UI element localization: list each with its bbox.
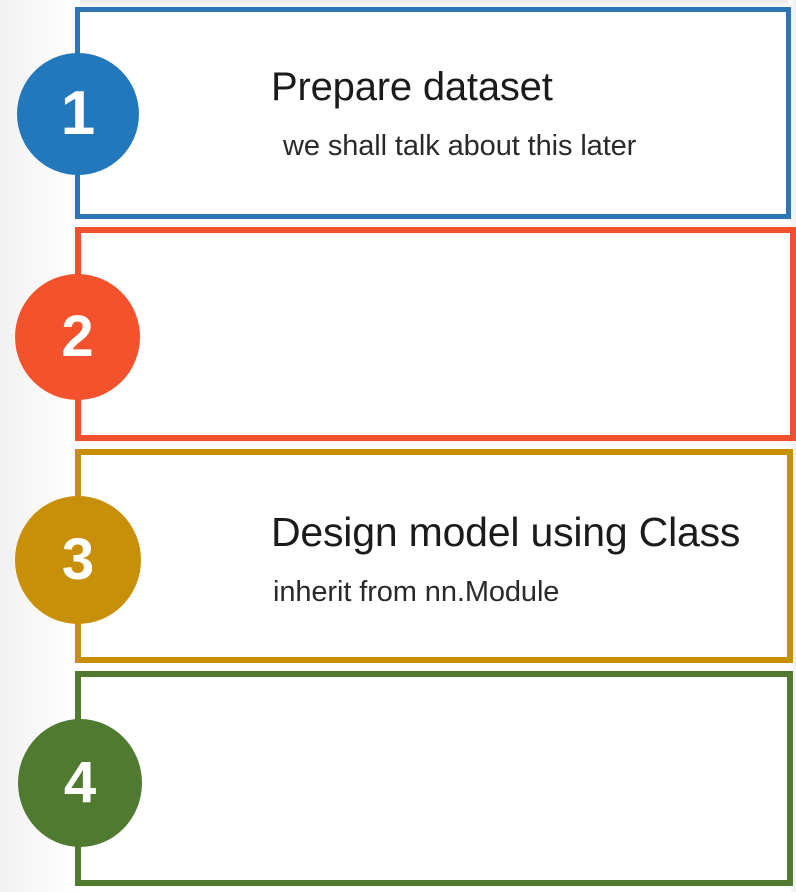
step-box-2 [75,227,796,441]
slide-right-margin [788,0,796,892]
step-item-4[interactable]: Training cycle forward, backward, update [75,671,793,886]
step-subtitle-2: inherit from nn.Module [273,576,560,608]
step-box-4 [75,671,793,886]
step-number-badge-4[interactable]: 4 [18,719,142,847]
step-number-badge-1[interactable]: 1 [17,53,139,175]
step-text-group-1: Prepare dataset we shall talk about this… [271,65,636,163]
step-item-1[interactable]: Prepare dataset we shall talk about this… [75,7,791,219]
step-title-1: Prepare dataset [271,65,553,109]
step-box-1 [75,7,791,219]
step-subtitle-1: we shall talk about this later [283,130,637,162]
step-title-2: Design model using Class [271,509,741,555]
step-box-3 [75,449,793,663]
step-item-2[interactable]: Design model using Class inherit from nn… [75,227,796,608]
step-number-badge-2[interactable]: 2 [15,274,140,400]
step-number-badge-3[interactable]: 3 [15,496,141,624]
step-item-3[interactable]: Construct loss and optimizer using PyTor… [75,449,793,663]
slide-top-edge [0,0,796,7]
step-text-group-2: Design model using Class inherit from nn… [271,509,740,609]
